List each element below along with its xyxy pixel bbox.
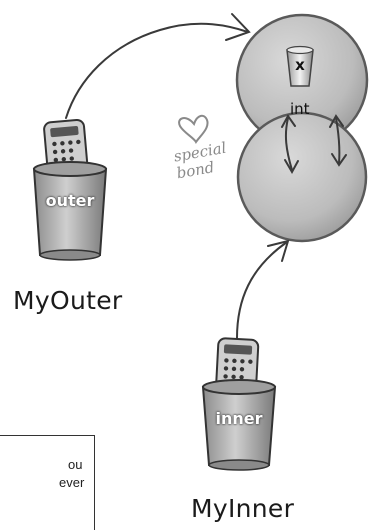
inner-reference-arrow xyxy=(236,239,290,339)
outer-cup-label: outer xyxy=(45,191,95,210)
inner-cup-label: inner xyxy=(215,409,263,428)
heart-icon xyxy=(178,114,209,144)
inner-object-sphere xyxy=(236,111,368,243)
note-line-1: ou xyxy=(68,457,83,472)
special-bond-arrows xyxy=(281,114,347,175)
inner-remote-cup xyxy=(201,337,277,471)
my-outer-label: MyOuter xyxy=(13,286,123,315)
int-cup xyxy=(286,45,314,87)
note-line-2: ever xyxy=(59,475,85,490)
variable-x-label: x xyxy=(295,56,305,74)
outer-remote-cup xyxy=(32,118,108,261)
int-type-label: int xyxy=(290,100,310,118)
outer-reference-arrow xyxy=(65,13,251,119)
my-inner-label: MyInner xyxy=(191,494,295,523)
note-box: ou ever xyxy=(0,435,95,530)
